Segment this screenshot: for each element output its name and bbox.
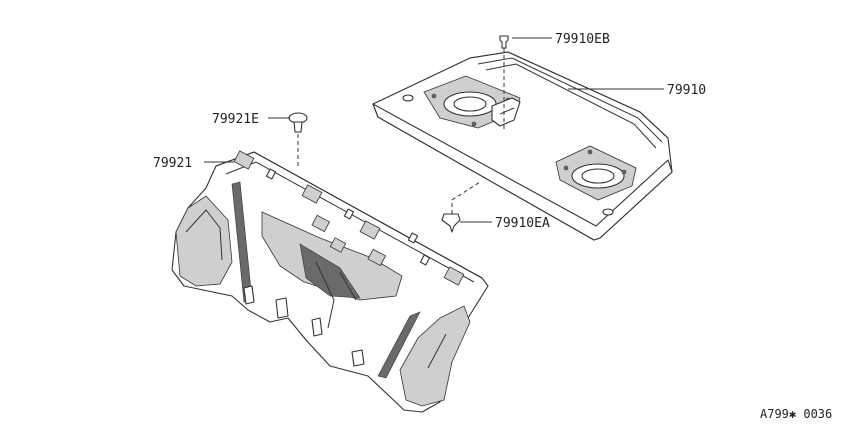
seat-back-panel (171, 150, 489, 413)
clip-79921E (288, 112, 308, 168)
label-79910EA: 79910EA (495, 216, 550, 231)
parcel-shelf (372, 51, 673, 241)
clip-79910EB (499, 35, 509, 130)
label-79921E: 79921E (212, 112, 259, 127)
label-79910EB: 79910EB (555, 32, 610, 47)
clip-79910EA (441, 181, 481, 233)
reference-code: A799✱ 0036 (760, 407, 832, 421)
label-79921: 79921 (153, 156, 192, 171)
label-79910: 79910 (667, 83, 706, 98)
